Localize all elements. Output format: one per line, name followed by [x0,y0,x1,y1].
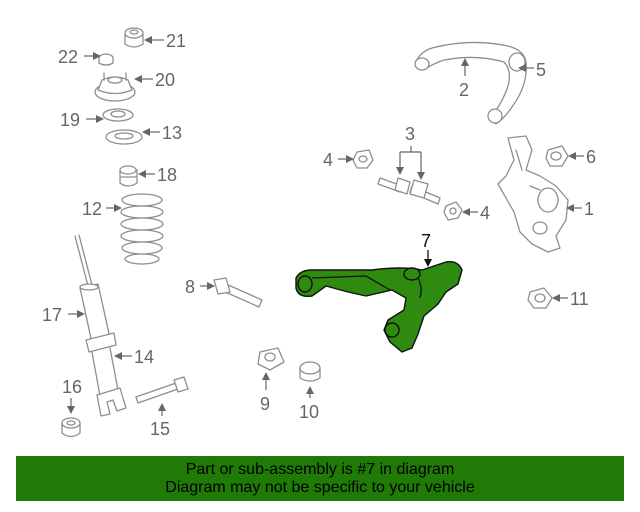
callout-13: 13 [142,123,182,143]
svg-text:4: 4 [480,203,490,223]
callout-7: 7 [421,231,432,267]
svg-text:20: 20 [155,70,175,90]
callout-4-left: 4 [323,150,354,170]
part-9-bushing[interactable] [257,347,285,371]
callout-17: 17 [42,305,85,325]
callout-11: 11 [552,289,589,309]
svg-text:22: 22 [58,47,78,67]
svg-text:14: 14 [134,347,154,367]
footer-line-2: Diagram may not be specific to your vehi… [165,479,475,496]
part-15-bolt[interactable] [135,376,189,404]
footer-banner: Part or sub-assembly is #7 in diagram Di… [16,456,624,501]
svg-text:9: 9 [260,394,270,414]
part-3-cam-bolts[interactable] [377,177,441,205]
svg-text:8: 8 [185,277,195,297]
svg-text:4: 4 [323,150,333,170]
callout-5: 5 [518,60,546,80]
svg-text:7: 7 [421,231,431,251]
callout-10: 10 [299,386,319,422]
svg-text:15: 15 [150,419,170,439]
svg-text:18: 18 [157,165,177,185]
part-19-isolator[interactable] [102,108,134,122]
part-7-lower-control-arm[interactable] [295,260,463,353]
callout-12: 12 [82,199,122,219]
part-2-upper-control-arm[interactable] [414,41,527,125]
svg-text:16: 16 [62,377,82,397]
part-4-nut-left[interactable] [352,149,374,169]
svg-text:10: 10 [299,402,319,422]
part-11-nut[interactable] [527,287,553,309]
svg-text:5: 5 [536,60,546,80]
part-16-bushing[interactable] [61,417,81,438]
svg-text:17: 17 [42,305,62,325]
part-13-spring-seat[interactable] [105,129,143,145]
footer-line-1: Part or sub-assembly is #7 in diagram [185,461,455,478]
callout-2: 2 [459,58,469,100]
svg-text:3: 3 [405,124,415,144]
part-22-washer[interactable] [98,53,114,66]
part-14-shock-bracket[interactable] [96,387,127,417]
callout-6: 6 [568,147,596,167]
svg-text:11: 11 [570,289,589,309]
callout-14: 14 [114,347,154,367]
callout-1: 1 [566,199,594,219]
svg-text:6: 6 [586,147,596,167]
part-4-nut-right[interactable] [443,201,463,221]
callout-20: 20 [134,70,175,90]
callout-3: 3 [396,124,425,180]
part-12-coil-spring[interactable] [120,193,164,265]
callout-9: 9 [260,372,270,414]
svg-text:21: 21 [166,31,186,51]
callout-16: 16 [62,377,82,414]
callout-15: 15 [150,403,170,439]
part-1-steering-knuckle[interactable] [497,135,569,253]
part-21-nut[interactable] [124,27,144,48]
part-10-bushing[interactable] [299,361,321,382]
part-8-bolt[interactable] [213,277,263,308]
svg-text:19: 19 [60,110,80,130]
svg-text:13: 13 [162,123,182,143]
callout-22: 22 [58,47,101,67]
callout-8: 8 [185,277,215,297]
part-17-shock-absorber[interactable] [74,234,119,397]
parts-diagram: 21 22 20 19 13 [42,27,596,439]
callout-21: 21 [144,31,186,51]
part-18-bump-stop[interactable] [119,165,138,187]
callout-19: 19 [60,110,104,130]
svg-text:12: 12 [82,199,102,219]
svg-text:1: 1 [584,199,594,219]
part-20-upper-mount[interactable] [94,72,136,102]
callout-18: 18 [138,165,177,185]
svg-text:2: 2 [459,80,469,100]
callout-4-right: 4 [462,203,490,223]
part-6-nut[interactable] [545,145,569,167]
